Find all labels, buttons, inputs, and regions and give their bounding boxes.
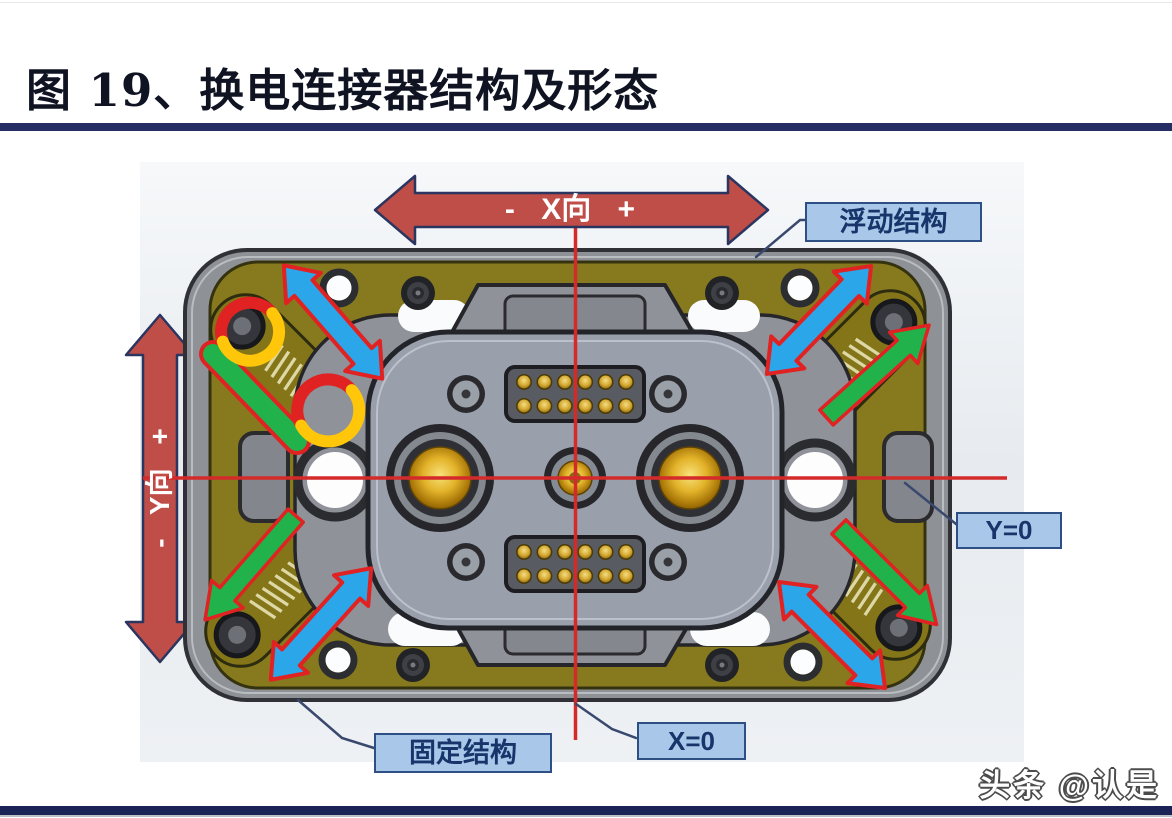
title-rule <box>0 123 1172 131</box>
plate-screw <box>649 543 687 581</box>
top-hairline <box>0 2 1172 3</box>
bottom-bar <box>0 806 1172 815</box>
leader-floating <box>754 218 808 259</box>
callout-x-zero: X=0 <box>637 722 746 760</box>
figure-area: - X向 + - Y向 + 浮动结构 Y=0 X=0 固定结构 头条 @认是 <box>0 132 1172 806</box>
cutout <box>688 300 760 332</box>
motion-bar-green-top-left <box>199 340 311 455</box>
x-axis-arrow <box>373 174 770 246</box>
highlight-ring-inner <box>291 373 366 448</box>
frame-bolt <box>401 276 435 310</box>
watermark: 头条 @认是 <box>979 768 1160 803</box>
plate-screw <box>447 375 485 413</box>
frame-hole <box>787 646 819 678</box>
frame-bolt <box>396 648 430 682</box>
connector-diagram <box>124 162 1024 762</box>
leader-fixed <box>296 698 376 750</box>
frame-bolt <box>705 648 739 682</box>
bottom-hairline <box>0 815 1172 817</box>
leader-y-zero <box>903 481 958 526</box>
frame-hole <box>784 272 816 304</box>
side-hole-right <box>773 438 857 522</box>
figure-title: 图 19、换电连接器结构及形态 <box>26 64 660 117</box>
highlight-ring-outer <box>215 296 286 367</box>
frame-hole <box>322 644 354 676</box>
callout-fixed-structure: 固定结构 <box>374 733 552 773</box>
plate-screw <box>447 543 485 581</box>
callout-y-zero: Y=0 <box>956 512 1062 549</box>
frame-bolt <box>705 276 739 310</box>
y-axis-arrow <box>124 313 196 664</box>
leader-x-zero <box>574 702 638 740</box>
callout-floating-structure: 浮动结构 <box>805 202 982 242</box>
side-hole-left <box>293 438 377 522</box>
plate-screw <box>649 375 687 413</box>
